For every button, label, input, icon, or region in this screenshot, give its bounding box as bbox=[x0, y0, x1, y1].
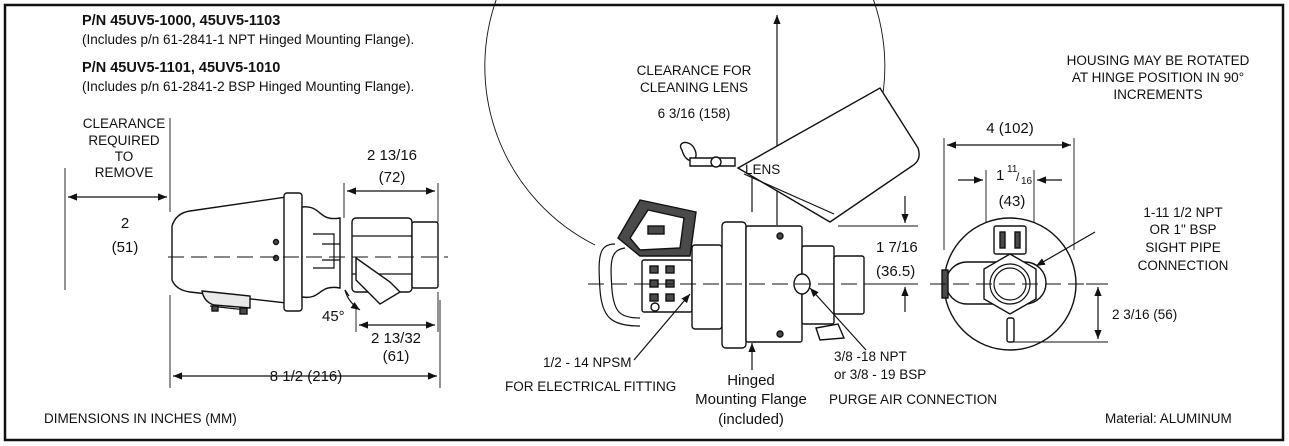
part-number-1: P/N 45UV5-1000, 45UV5-1103 bbox=[82, 13, 280, 29]
part-number-1-note: (Includes p/n 61-2841-1 NPT Hinged Mount… bbox=[82, 32, 414, 47]
lens-clearance-arc bbox=[484, 0, 886, 246]
dim-width: 4 (102) bbox=[986, 120, 1034, 137]
hinged-flange-plate bbox=[721, 221, 747, 349]
purge-thread-2: or 3/8 - 19 BSP bbox=[834, 367, 926, 382]
svg-text:TO: TO bbox=[115, 149, 134, 164]
dim-inner-denominator: 16 bbox=[1021, 176, 1033, 187]
front-view: HOUSING MAY BE ROTATED AT HINGE POSITION… bbox=[930, 53, 1250, 351]
rotate-note-3: INCREMENTS bbox=[1113, 87, 1202, 102]
svg-text:CLEARANCE: CLEARANCE bbox=[83, 116, 166, 131]
sight-pipe-line-3: SIGHT PIPE bbox=[1145, 240, 1221, 255]
side-view: CLEARANCE REQUIRED TO REMOVE 2 (51) bbox=[64, 116, 448, 388]
clearance-lens-line-1: CLEARANCE FOR bbox=[637, 63, 752, 78]
svg-text:REMOVE: REMOVE bbox=[95, 165, 154, 180]
svg-text:/: / bbox=[1016, 170, 1020, 184]
npsm-label: 1/2 - 14 NPSM bbox=[543, 355, 632, 370]
sight-pipe-line-2: OR 1" BSP bbox=[1149, 222, 1216, 237]
sight-pipe-line-1: 1-11 1/2 NPT bbox=[1143, 205, 1222, 220]
part-number-2-note: (Includes p/n 61-2841-2 BSP Hinged Mount… bbox=[82, 79, 414, 94]
dim-inner-mm: (43) bbox=[999, 193, 1026, 210]
sight-pipe-line-4: CONNECTION bbox=[1138, 258, 1229, 273]
dim-top-mm: (72) bbox=[379, 169, 406, 186]
dim-clearance-inches: 2 bbox=[121, 215, 129, 232]
dim-top-inches: 2 13/16 bbox=[367, 147, 417, 164]
side-flange-plate bbox=[283, 192, 303, 312]
clearance-lens-line-2: CLEANING LENS bbox=[640, 80, 748, 95]
clearance-required-label: CLEARANCE REQUIRED TO REMOVE bbox=[83, 116, 166, 180]
dim-height: 2 3/16 (56) bbox=[1112, 307, 1177, 322]
svg-text:REQUIRED: REQUIRED bbox=[88, 133, 160, 148]
material-note: Material: ALUMINUM bbox=[1105, 411, 1232, 426]
part-number-2: P/N 45UV5-1101, 45UV5-1010 bbox=[82, 60, 280, 76]
dim-inner-numerator: 11 bbox=[1007, 164, 1018, 175]
lens-label: LENS bbox=[745, 162, 780, 177]
hinged-label-2: Mounting Flange bbox=[695, 391, 807, 408]
rotate-note-1: HOUSING MAY BE ROTATED bbox=[1067, 53, 1250, 68]
dim-angle: 45° bbox=[322, 308, 345, 325]
detector-housing bbox=[171, 196, 287, 304]
hinged-label-3: (included) bbox=[718, 411, 784, 428]
dim-clearance-mm: (51) bbox=[112, 239, 139, 256]
units-note: DIMENSIONS IN INCHES (MM) bbox=[44, 411, 237, 426]
dim-bottom-mm: (61) bbox=[383, 348, 410, 365]
purge-air-label: PURGE AIR CONNECTION bbox=[829, 392, 997, 407]
hinged-label-1: Hinged bbox=[727, 372, 775, 389]
swung-housing bbox=[736, 87, 920, 223]
dim-inner-whole: 1 bbox=[996, 167, 1004, 184]
dim-offset-mm: (36.5) bbox=[876, 263, 915, 280]
dim-bottom-inches: 2 13/32 bbox=[371, 330, 421, 347]
hinged-flange-view: CLEARANCE FOR CLEANING LENS 6 3/16 (158)… bbox=[484, 0, 997, 428]
drawing-border bbox=[3, 3, 1285, 442]
electrical-fitting-label: FOR ELECTRICAL FITTING bbox=[505, 379, 676, 394]
dim-offset-inches: 1 7/16 bbox=[876, 239, 918, 256]
part-number-header: P/N 45UV5-1000, 45UV5-1103 (Includes p/n… bbox=[82, 13, 414, 94]
rotate-note-2: AT HINGE POSITION IN 90° bbox=[1072, 70, 1244, 85]
purge-thread-1: 3/8 -18 NPT bbox=[834, 349, 907, 364]
dim-overall-length: 8 1/2 (216) bbox=[270, 368, 343, 385]
dim-lens-clearance: 6 3/16 (158) bbox=[658, 106, 731, 121]
